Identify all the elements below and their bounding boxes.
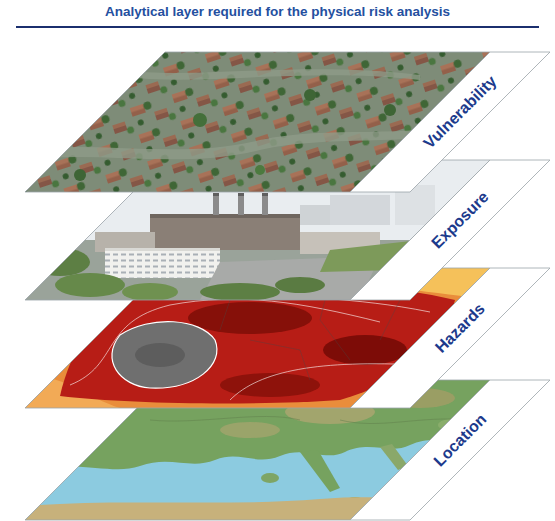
diagram-title: Analytical layer required for the physic… bbox=[0, 4, 555, 19]
layer-strip-shape bbox=[350, 380, 550, 520]
layer-node: Location bbox=[350, 380, 550, 520]
title-rule bbox=[16, 26, 539, 28]
